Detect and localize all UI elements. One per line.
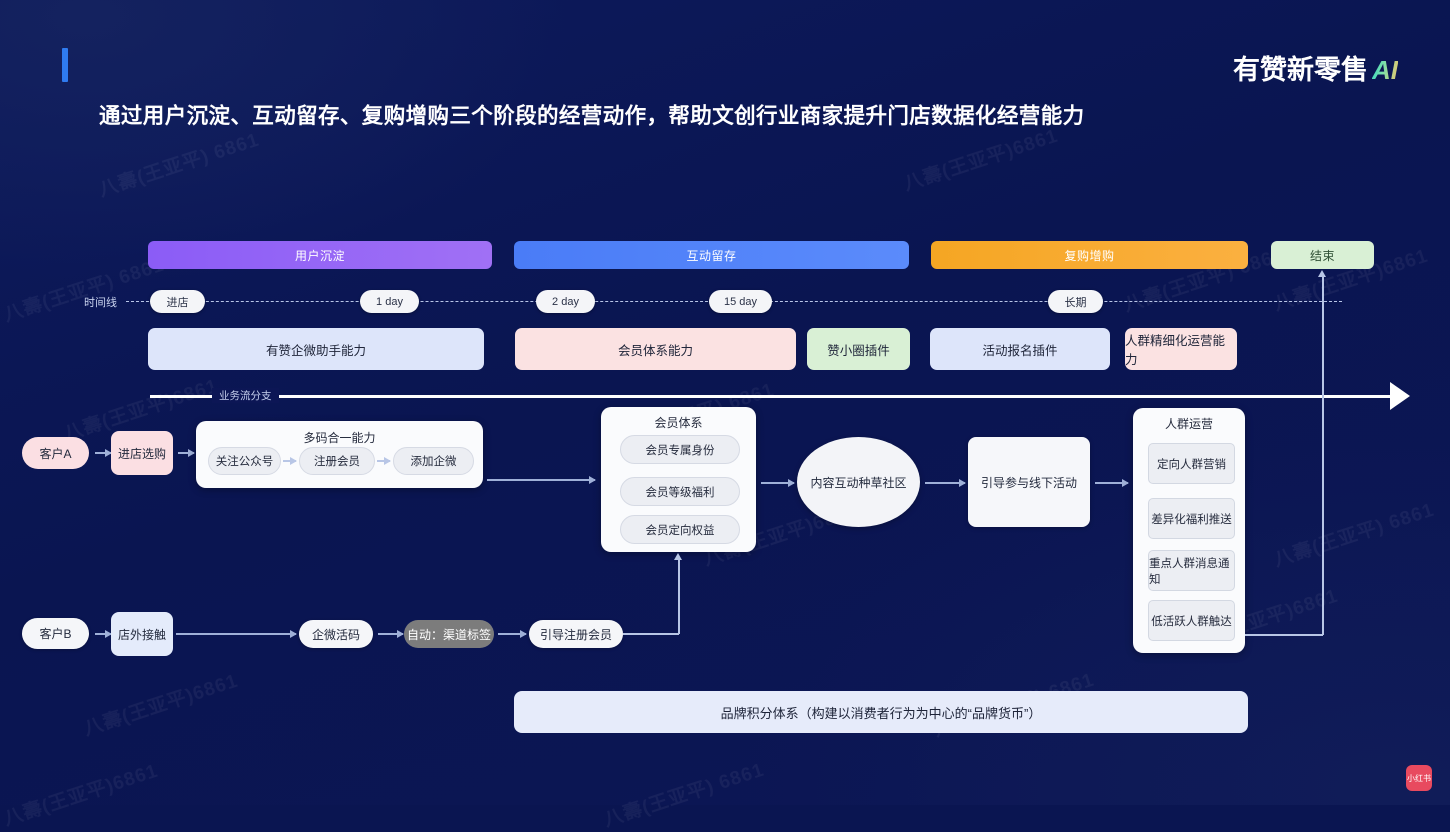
stage-label: 互动留存 xyxy=(686,248,737,263)
crowd-item-key-crowd-notification[interactable]: 重点人群消息通知 xyxy=(1148,550,1235,591)
timeline-pill-long-term[interactable]: 长期 xyxy=(1048,290,1103,313)
timeline-pill-15day[interactable]: 15 day xyxy=(709,290,772,313)
crowd-item-low-active-reach[interactable]: 低活跃人群触达 xyxy=(1148,600,1235,641)
timeline-pill-enter-store[interactable]: 进店 xyxy=(150,290,205,313)
arrow-b3 xyxy=(378,630,404,637)
business-flow-axis-label: 业务流分支 xyxy=(212,388,279,403)
connector-crowd-to-end-arrow-icon xyxy=(1318,270,1326,277)
timeline-pill-1day[interactable]: 1 day xyxy=(360,290,419,313)
node-outside-store-contact[interactable]: 店外接触 xyxy=(111,612,173,656)
logo-text: 有赞新零售 xyxy=(1233,55,1368,85)
node-qiwei-live-code[interactable]: 企微活码 xyxy=(299,620,373,648)
arrow-b1 xyxy=(95,630,112,637)
crowd-item-targeted-marketing[interactable]: 定向人群营销 xyxy=(1148,443,1235,484)
stage-bar-repurchase[interactable]: 复购增购 xyxy=(931,241,1248,269)
group-title-crowd-ops: 人群运营 xyxy=(1164,417,1213,431)
connector-b-to-member-v xyxy=(678,560,680,634)
connector-b-to-member-arrow-icon xyxy=(674,553,682,560)
node-guide-member-registration[interactable]: 引导注册会员 xyxy=(529,620,623,648)
stage-bar-end[interactable]: 结束 xyxy=(1271,241,1374,269)
logo-ai-mark: AI xyxy=(1372,55,1398,85)
node-customer-b[interactable]: 客户B xyxy=(22,618,89,649)
title-accent-bar xyxy=(62,48,68,82)
arrow-a6 xyxy=(761,479,795,486)
connector-crowd-to-end-v xyxy=(1322,277,1324,635)
member-item-exclusive-identity[interactable]: 会员专属身份 xyxy=(620,435,740,464)
sub-step-register-member[interactable]: 注册会员 xyxy=(299,447,375,475)
sub-step-add-qiwei[interactable]: 添加企微 xyxy=(393,447,474,475)
node-auto-channel-tag[interactable]: 自动：渠道标签 xyxy=(404,620,494,648)
node-content-community[interactable]: 内容互动种草社区 xyxy=(797,437,920,527)
node-enter-store-shopping[interactable]: 进店选购 xyxy=(111,431,173,475)
capability-box-member-system[interactable]: 会员体系能力 xyxy=(515,328,796,370)
connector-crowd-to-end-h xyxy=(1245,634,1323,636)
brand-logo: 有赞新零售 AI xyxy=(1233,48,1398,87)
arrow-a2 xyxy=(178,449,195,456)
flow-arrow-head-icon xyxy=(1390,382,1410,410)
arrow-a5 xyxy=(487,476,596,483)
member-item-tier-benefits[interactable]: 会员等级福利 xyxy=(620,477,740,506)
page-title: 通过用户沉淀、互动留存、复购增购三个阶段的经营动作，帮助文创行业商家提升门店数据… xyxy=(99,104,1085,128)
arrow-a3 xyxy=(283,457,297,464)
arrow-a8 xyxy=(1095,479,1129,486)
connector-b-to-member-h xyxy=(623,633,679,635)
stage-label: 结束 xyxy=(1309,248,1335,263)
arrow-a1 xyxy=(95,449,112,456)
group-title-multi-code: 多码合一能力 xyxy=(303,431,376,445)
arrow-b4 xyxy=(498,630,527,637)
timeline-pill-2day[interactable]: 2 day xyxy=(536,290,595,313)
sub-step-follow-official-account[interactable]: 关注公众号 xyxy=(208,447,281,475)
business-flow-axis xyxy=(150,395,1390,398)
bottom-banner-brand-points[interactable]: 品牌积分体系（构建以消费者行为为中心的“品牌货币”） xyxy=(514,691,1248,733)
arrow-a4 xyxy=(377,457,391,464)
stage-label: 用户沉淀 xyxy=(294,248,345,263)
arrow-a7 xyxy=(925,479,966,486)
group-title-member-system: 会员体系 xyxy=(654,416,703,430)
stage-bar-interaction-retention[interactable]: 互动留存 xyxy=(514,241,909,269)
crowd-item-differentiated-benefits[interactable]: 差异化福利推送 xyxy=(1148,498,1235,539)
stage-bar-user-accumulation[interactable]: 用户沉淀 xyxy=(148,241,492,269)
capability-box-event-signup-plugin[interactable]: 活动报名插件 xyxy=(930,328,1110,370)
stage-label: 复购增购 xyxy=(1064,248,1115,263)
capability-box-zanxiaoquan-plugin[interactable]: 赞小圈插件 xyxy=(807,328,910,370)
node-offline-event[interactable]: 引导参与线下活动 xyxy=(968,437,1090,527)
capability-box-crowd-refined-ops[interactable]: 人群精细化运营能力 xyxy=(1125,328,1237,370)
node-customer-a[interactable]: 客户A xyxy=(22,437,89,469)
member-item-targeted-rights[interactable]: 会员定向权益 xyxy=(620,515,740,544)
xiaohongshu-badge-icon: 小红书 xyxy=(1406,765,1432,791)
capability-box-qiwei-assistant[interactable]: 有赞企微助手能力 xyxy=(148,328,484,370)
timeline-label: 时间线 xyxy=(84,297,117,309)
arrow-b2 xyxy=(176,630,297,637)
